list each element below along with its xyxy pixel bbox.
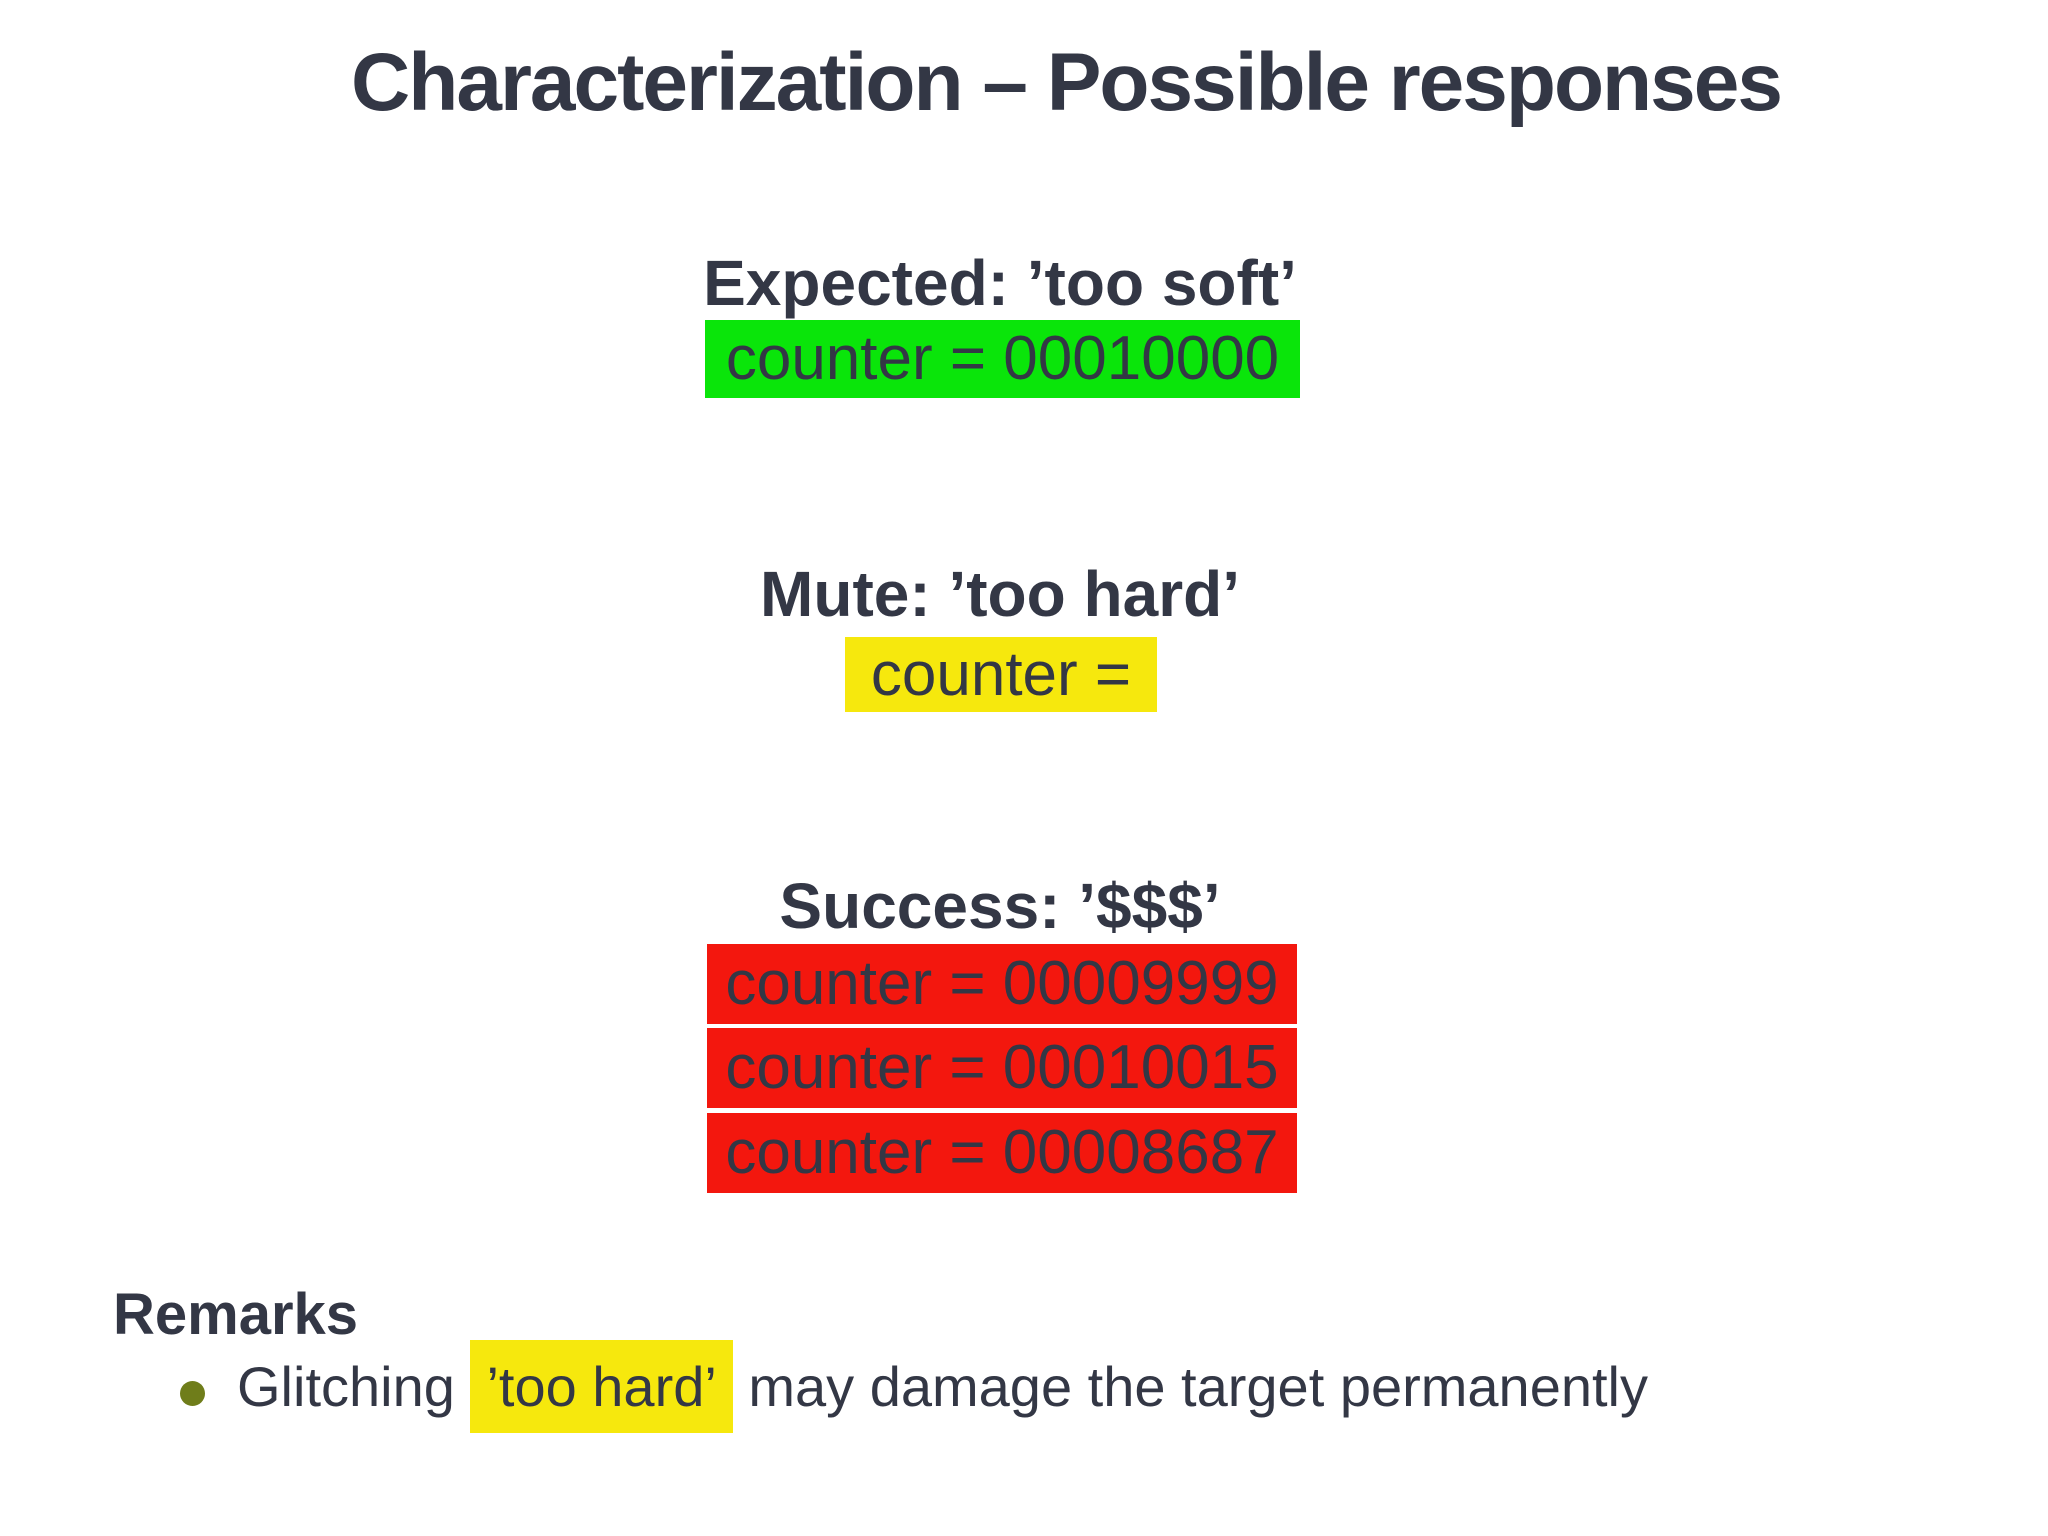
expected-counter-value: counter = 00010000 [705, 320, 1300, 398]
remarks-bullet-item: Glitching ’too hard’ may damage the targ… [175, 1340, 1648, 1433]
success-counter-value-3: counter = 00008687 [707, 1113, 1297, 1193]
bullet-text-prefix: Glitching [237, 1355, 471, 1418]
bullet-text-highlight: ’too hard’ [470, 1340, 733, 1433]
remarks-bullet-text: Glitching ’too hard’ may damage the targ… [237, 1340, 1648, 1433]
remarks-heading: Remarks [113, 1282, 359, 1347]
success-counter-value-2: counter = 00010015 [707, 1028, 1297, 1108]
bullet-dot [180, 1381, 205, 1406]
expected-section-heading: Expected: ’too soft’ [703, 247, 1297, 319]
bullet-text-suffix: may damage the target permanently [732, 1355, 1648, 1418]
mute-counter-value: counter = [845, 637, 1157, 712]
slide-title: Characterization – Possible responses [351, 37, 1783, 128]
mute-section-heading: Mute: ’too hard’ [760, 558, 1240, 630]
success-counter-value-1: counter = 00009999 [707, 944, 1297, 1024]
success-section-heading: Success: ’$$$’ [779, 870, 1221, 942]
